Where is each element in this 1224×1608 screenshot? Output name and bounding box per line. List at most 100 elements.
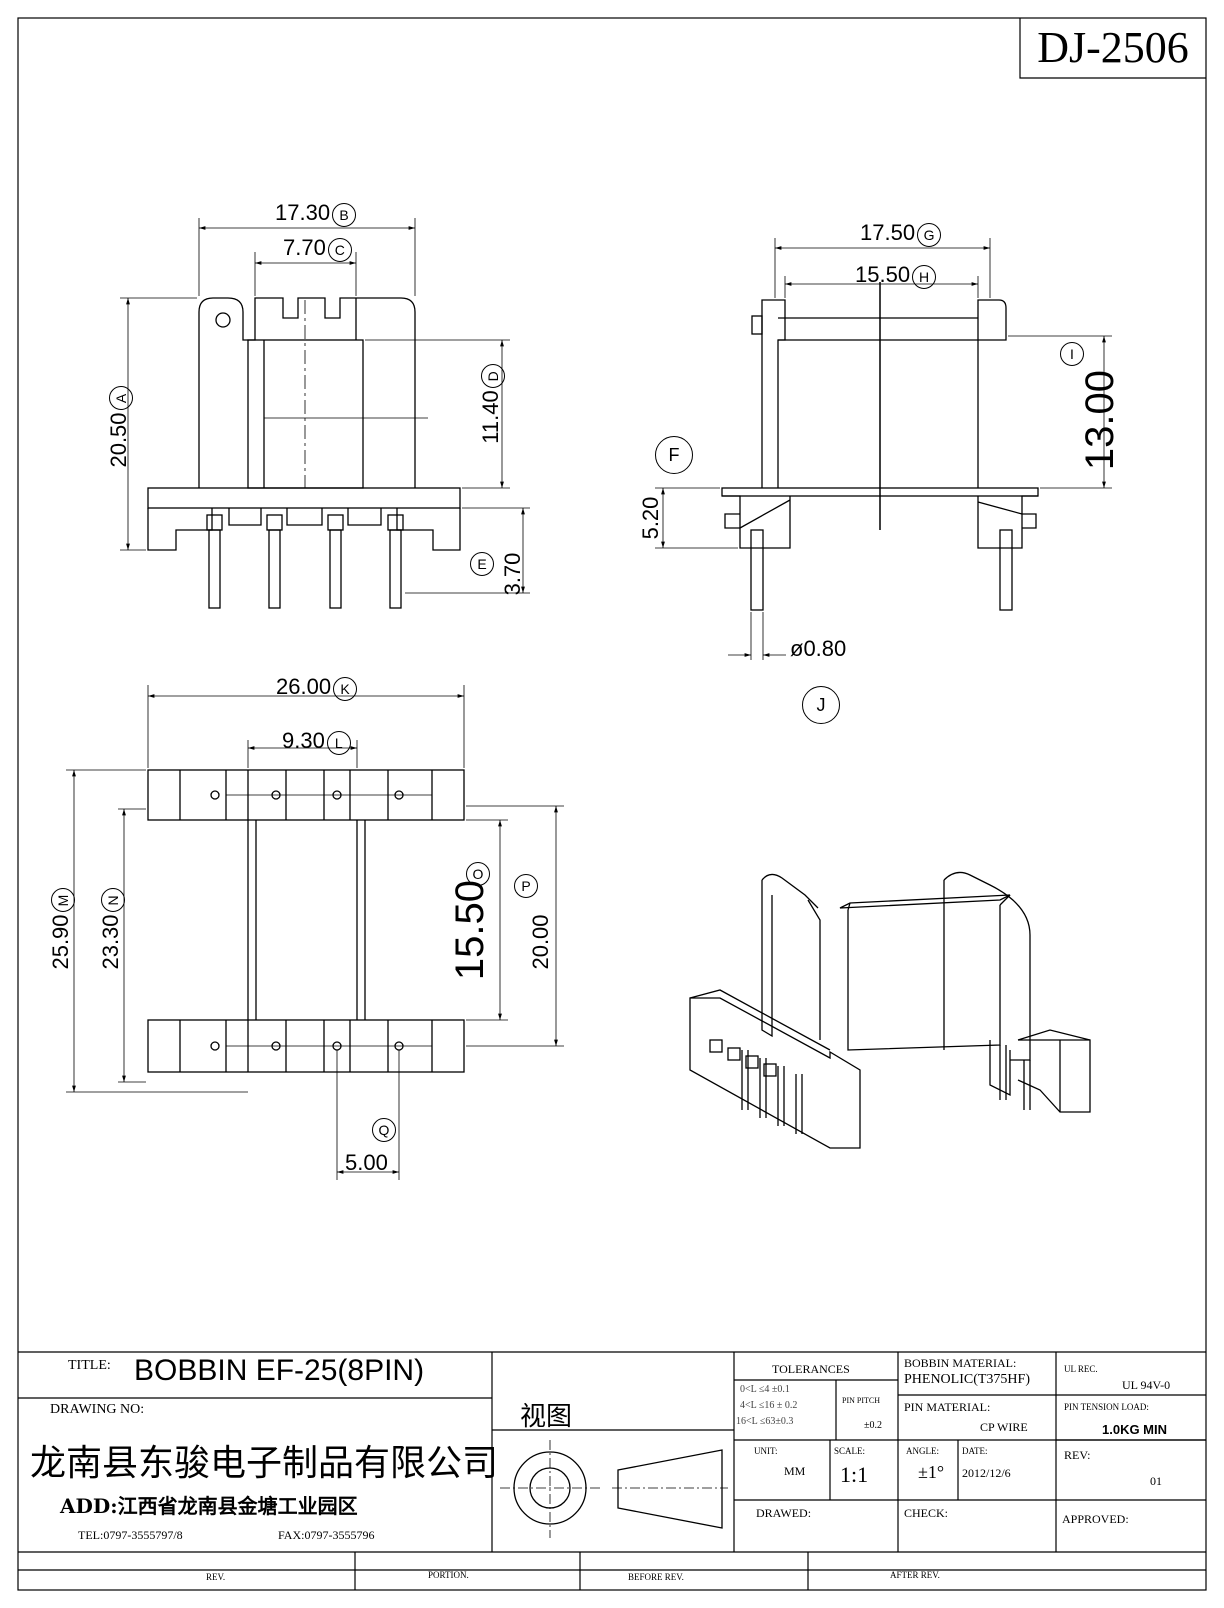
date-label: DATE: bbox=[962, 1446, 988, 1456]
scale-value: 1:1 bbox=[840, 1462, 869, 1487]
dim-i: 13.00 bbox=[1078, 320, 1123, 520]
dim-f-letter-wrap: F bbox=[655, 436, 693, 474]
bobbin-material-label: BOBBIN MATERIAL: bbox=[904, 1356, 1017, 1370]
dim-l-letter: L bbox=[326, 731, 351, 755]
angle-value: ±1° bbox=[918, 1462, 945, 1482]
dim-j-value: ø0.80 bbox=[790, 636, 847, 661]
dim-j: ø0.80 bbox=[790, 636, 846, 662]
dim-n-value: 23.30 bbox=[98, 914, 123, 970]
portion-column-header: PORTION. bbox=[428, 1570, 469, 1580]
company-fax: FAX:0797-3555796 bbox=[278, 1528, 375, 1542]
dim-j-letter: J bbox=[802, 686, 840, 724]
dim-q-letter: Q bbox=[372, 1118, 396, 1142]
dim-e: 3.70 bbox=[500, 524, 526, 624]
dim-m-value: 25.90 bbox=[48, 914, 73, 970]
dim-a: 20.50A bbox=[106, 347, 133, 507]
dim-i-letter: I bbox=[1060, 342, 1084, 366]
scale-label: SCALE: bbox=[834, 1446, 866, 1456]
dim-j-letter-wrap: J bbox=[802, 686, 840, 724]
dim-k-letter: K bbox=[333, 677, 358, 701]
title-value: BOBBIN EF-25(8PIN) bbox=[134, 1354, 425, 1387]
title-block-grid bbox=[18, 1351, 1206, 1590]
front-view-dimensions bbox=[120, 218, 530, 594]
dim-g-value: 17.50 bbox=[860, 220, 916, 245]
dim-e-value: 3.70 bbox=[500, 552, 525, 596]
side-view bbox=[721, 282, 1039, 611]
dim-h-letter: H bbox=[912, 265, 937, 289]
date-value: 2012/12/6 bbox=[962, 1466, 1011, 1480]
dim-c-value: 7.70 bbox=[283, 235, 326, 260]
dim-e-letter-wrap: E bbox=[470, 552, 494, 576]
projection-symbol-icon bbox=[500, 1440, 728, 1538]
side-view-dimensions bbox=[655, 238, 1112, 660]
pin-material-value: CP WIRE bbox=[980, 1420, 1028, 1434]
drawing-number-box: DJ-2506 bbox=[1019, 18, 1206, 79]
tolerance-3: 16<L ≤63±0.3 bbox=[736, 1416, 794, 1427]
tolerances-label: TOLERANCES bbox=[772, 1362, 850, 1376]
ul-rec-label: UL REC. bbox=[1064, 1364, 1098, 1374]
isometric-view bbox=[689, 871, 1091, 1149]
dim-b-letter: B bbox=[332, 203, 357, 227]
dim-l-value: 9.30 bbox=[282, 728, 325, 753]
company-address: ADD:江西省龙南县金塘工业园区 bbox=[60, 1494, 358, 1518]
company-name: 龙南县东骏电子制品有限公司 bbox=[30, 1443, 499, 1484]
tolerance-2: 4<L ≤16 ± 0.2 bbox=[740, 1400, 798, 1411]
dim-a-letter: A bbox=[109, 386, 133, 411]
dim-m-letter: M bbox=[51, 888, 75, 913]
sheet-border bbox=[17, 17, 1207, 1591]
dim-f: 5.20 bbox=[638, 468, 664, 568]
unit-label: UNIT: bbox=[754, 1446, 778, 1456]
drawing-no-label: DRAWING NO: bbox=[50, 1402, 145, 1417]
dim-m: 25.90M bbox=[48, 849, 75, 1009]
title-label: TITLE: bbox=[68, 1358, 111, 1373]
dim-p-value: 20.00 bbox=[528, 914, 553, 970]
dim-q: 5.00 bbox=[345, 1150, 388, 1176]
view-label: 视图 bbox=[520, 1402, 573, 1432]
before-rev-column-header: BEFORE REV. bbox=[628, 1572, 684, 1582]
dim-f-value: 5.20 bbox=[638, 496, 663, 540]
pin-material-label: PIN MATERIAL: bbox=[904, 1400, 991, 1414]
dim-d: 11.40D bbox=[478, 324, 505, 484]
dim-q-letter-wrap: Q bbox=[372, 1118, 396, 1142]
approved-label: APPROVED: bbox=[1062, 1512, 1129, 1526]
dim-h-value: 15.50 bbox=[855, 262, 911, 287]
pin-tension-value: 1.0KG MIN bbox=[1102, 1422, 1168, 1437]
dim-n: 23.30N bbox=[98, 849, 125, 1009]
dim-d-value: 11.40 bbox=[478, 390, 503, 444]
dim-i-value: 13.00 bbox=[1078, 369, 1122, 471]
dim-i-letter-wrap: I bbox=[1060, 342, 1084, 366]
ul-rec-value: UL 94V-0 bbox=[1122, 1378, 1171, 1392]
top-view bbox=[147, 769, 465, 1073]
dim-o: 15.50 bbox=[448, 830, 493, 1030]
rev-column-header: REV. bbox=[206, 1572, 226, 1582]
dim-f-letter: F bbox=[655, 436, 693, 474]
dim-d-letter: D bbox=[481, 364, 505, 389]
dim-k-value: 26.00 bbox=[276, 674, 332, 699]
dim-q-value: 5.00 bbox=[345, 1150, 388, 1175]
tolerance-1: 0<L ≤4 ±0.1 bbox=[740, 1384, 790, 1395]
check-label: CHECK: bbox=[904, 1506, 949, 1520]
after-rev-column-header: AFTER REV. bbox=[890, 1570, 940, 1580]
dim-g-letter: G bbox=[917, 223, 942, 247]
rev-label: REV: bbox=[1064, 1448, 1091, 1462]
dim-n-letter: N bbox=[101, 888, 125, 913]
bobbin-material-value: PHENOLIC(T375HF) bbox=[904, 1372, 1030, 1387]
unit-value: MM bbox=[784, 1464, 806, 1478]
dim-e-letter: E bbox=[470, 552, 494, 576]
dim-a-value: 20.50 bbox=[106, 412, 131, 468]
company-tel: TEL:0797-3555797/8 bbox=[78, 1528, 183, 1542]
dim-o-value: 15.50 bbox=[448, 879, 492, 981]
pin-tension-label: PIN TENSION LOAD: bbox=[1064, 1402, 1149, 1412]
angle-label: ANGLE: bbox=[906, 1446, 939, 1456]
dim-p-letter-wrap: P bbox=[514, 874, 538, 898]
rev-value: 01 bbox=[1150, 1474, 1162, 1488]
drawing-number: DJ-2506 bbox=[1037, 23, 1189, 72]
